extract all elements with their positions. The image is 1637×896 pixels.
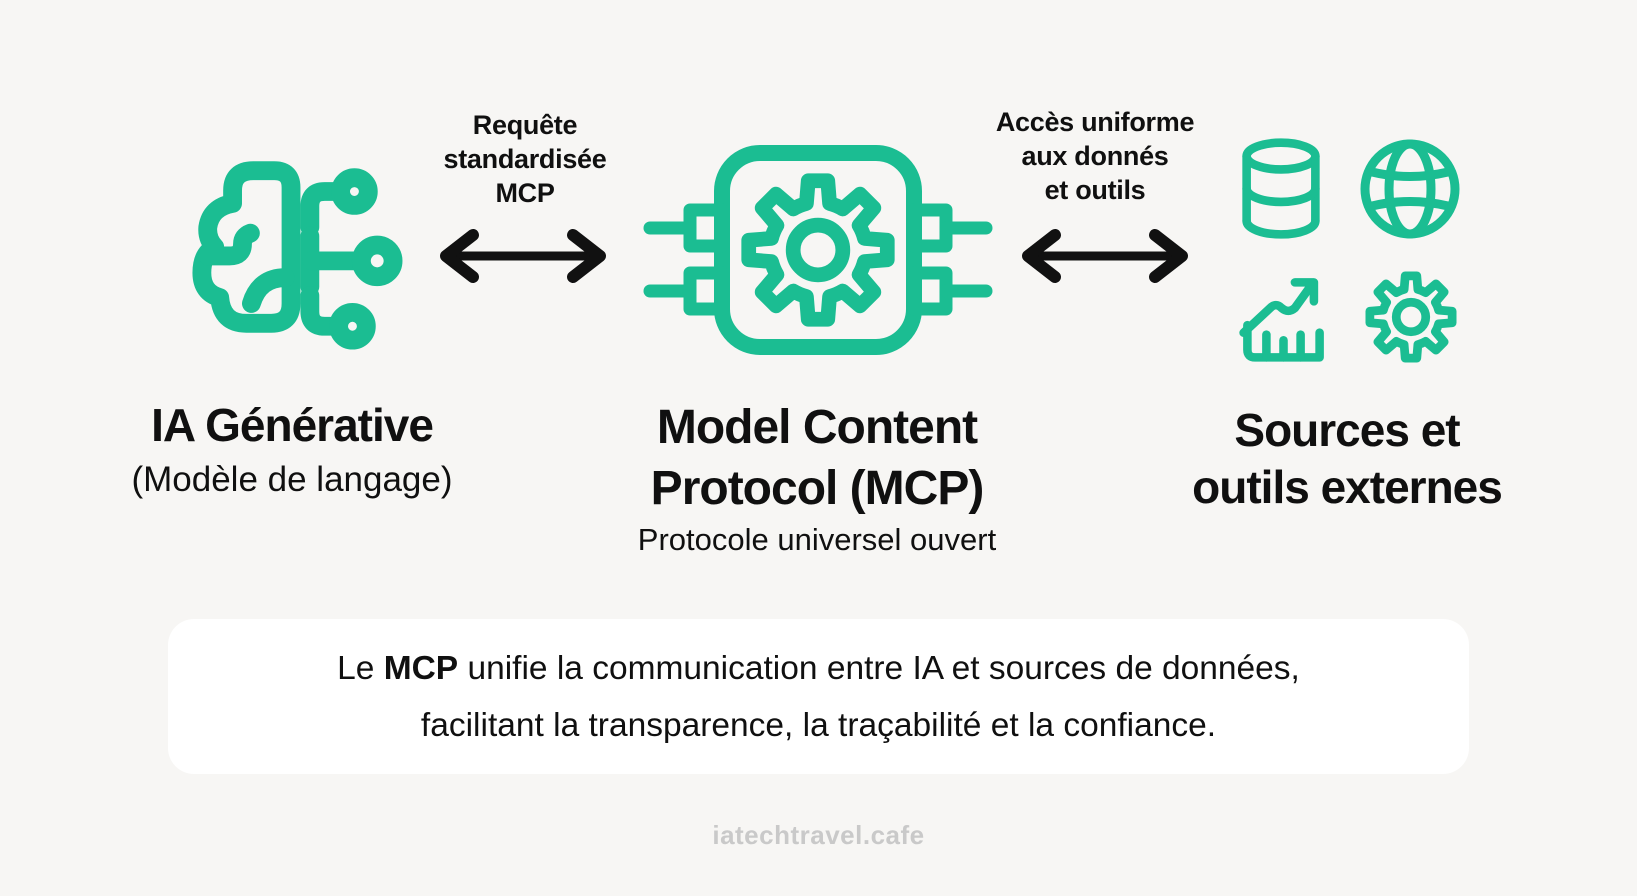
center-node-subtitle: Protocole universel ouvert [637, 522, 997, 557]
right-node-icon-wrap [1358, 137, 1462, 241]
summary-text: Le MCP unifie la communication entre IA … [337, 640, 1300, 754]
left-node-title: IA Générative [151, 399, 434, 451]
center-node-title: Model Content Protocol (MCP) [650, 401, 985, 515]
database-icon [1242, 138, 1320, 239]
left-node-icon-wrap [180, 141, 408, 354]
summary-part1: Le [337, 649, 384, 687]
right-node-icon-wrap [1238, 137, 1324, 242]
right-arrow-label: Accès uniforme aux donnés et outils [995, 107, 1195, 205]
left-arrow-wrap [428, 226, 618, 286]
right-node-title: Sources et outils externes [1192, 404, 1503, 513]
summary-bold-mcp: MCP [383, 649, 459, 687]
gear-icon [1365, 271, 1457, 363]
right-node-icon-wrap [1365, 271, 1457, 363]
globe-icon [1360, 139, 1460, 239]
right-arrow-wrap [1010, 226, 1200, 286]
double-arrow-icon [440, 229, 606, 283]
footer-watermark: iatechtravel.cafe [712, 820, 925, 850]
chip-gear-icon [643, 145, 993, 355]
left-node-subtitle: (Modèle de langage) [131, 460, 453, 499]
summary-part2: unifie la communication entre IA et sour… [420, 649, 1300, 744]
growth-chart-icon [1239, 278, 1324, 362]
brain-circuit-icon [192, 161, 403, 350]
left-arrow-label: Requête standardisée MCP [443, 110, 607, 208]
center-node-icon-wrap [642, 145, 993, 355]
double-arrow-icon [1022, 229, 1188, 283]
right-node-icon-wrap [1235, 270, 1332, 365]
summary-card: Le MCP unifie la communication entre IA … [168, 619, 1469, 774]
